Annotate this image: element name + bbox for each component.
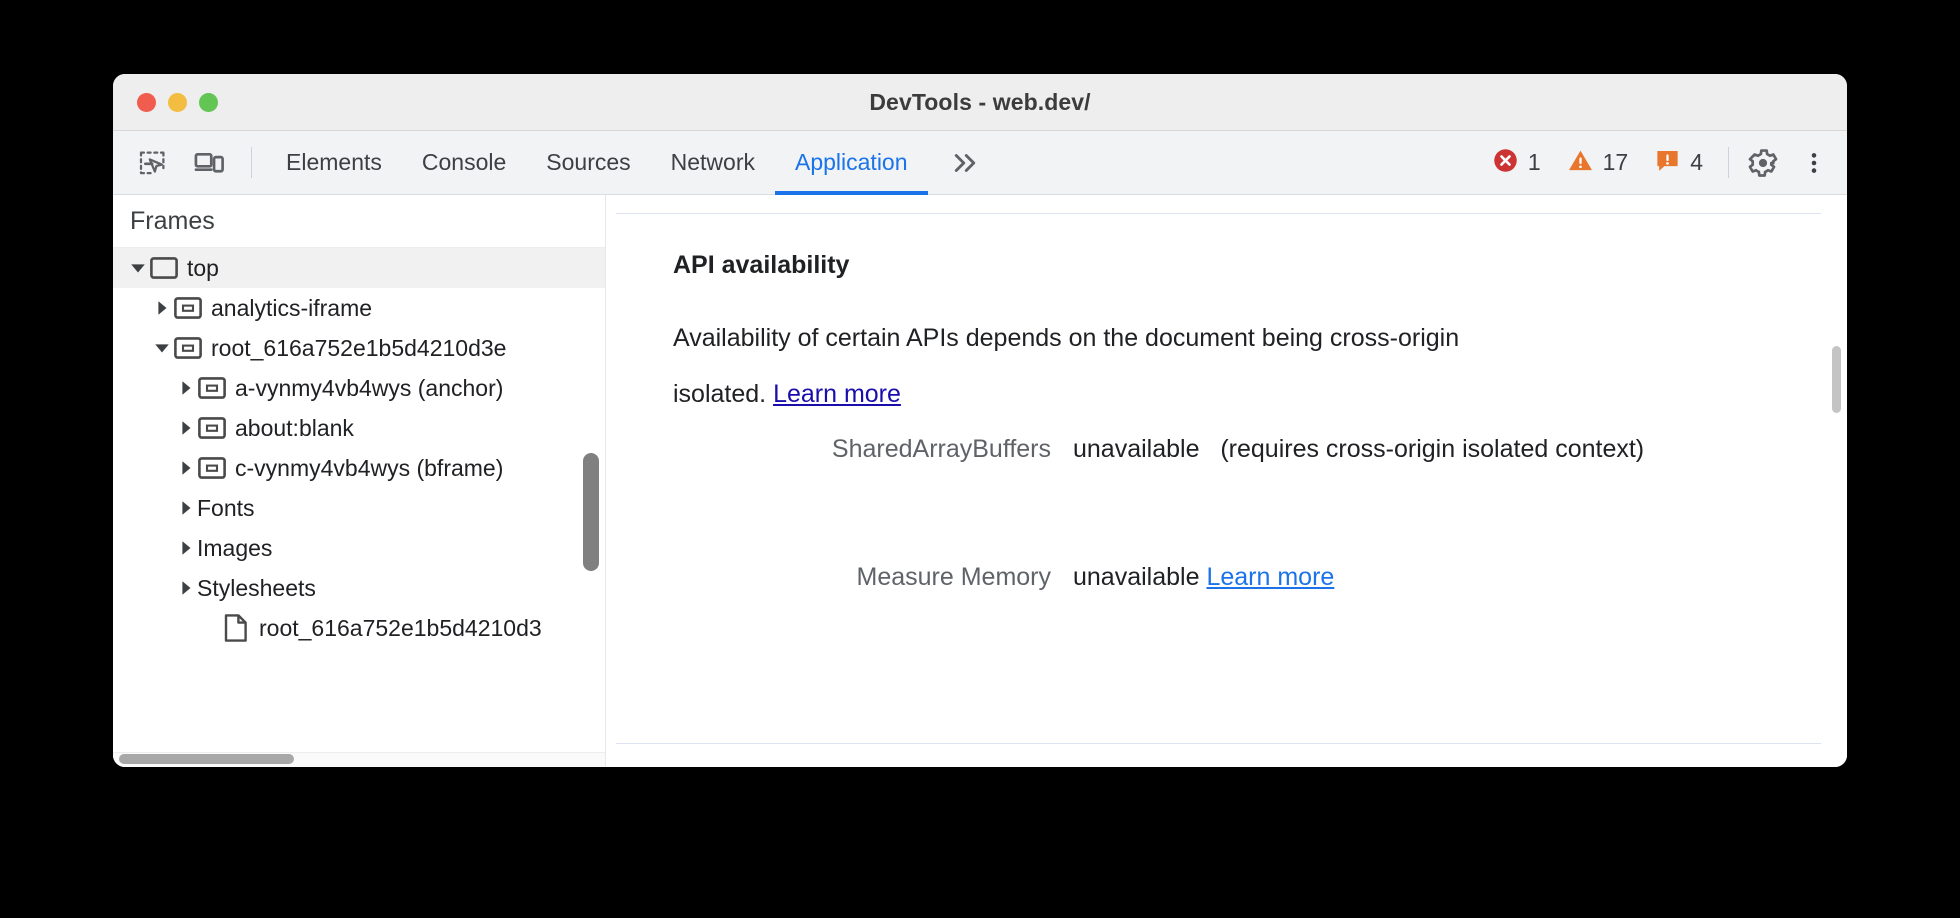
table-row: SharedArrayBuffers unavailable (requires…: [673, 421, 1807, 477]
tree-item-label: root_616a752e1b5d4210d3e: [211, 334, 507, 361]
frame-details-panel: API availability Availability of certain…: [606, 195, 1847, 767]
tree-item-c-bframe[interactable]: c-vynmy4vb4wys (bframe): [113, 448, 605, 488]
warning-count: 17: [1602, 149, 1629, 175]
shared-array-buffers-note: (requires cross-origin isolated context): [1220, 435, 1645, 463]
frames-sidebar: Frames top: [113, 195, 606, 767]
chevron-down-icon[interactable]: [151, 339, 173, 357]
chevron-right-icon[interactable]: [175, 579, 197, 597]
status-counters: 1 17: [1481, 131, 1722, 194]
tab-elements[interactable]: Elements: [286, 149, 382, 175]
sidebar-horizontal-scrollbar-thumb[interactable]: [119, 754, 294, 764]
learn-more-link[interactable]: Learn more: [773, 380, 901, 408]
tree-item-label: Fonts: [197, 494, 255, 521]
table-row: Measure Memory unavailable Learn more: [673, 549, 1807, 605]
tree-item-analytics-iframe[interactable]: analytics-iframe: [113, 288, 605, 328]
sidebar-vertical-scrollbar[interactable]: [583, 453, 599, 571]
chevron-right-icon[interactable]: [175, 379, 197, 397]
document-icon: [221, 614, 251, 642]
error-icon: [1492, 147, 1519, 179]
tab-application[interactable]: Application: [775, 131, 928, 195]
tree-item-label: c-vynmy4vb4wys (bframe): [235, 454, 504, 481]
gear-icon[interactable]: [1735, 131, 1791, 194]
chevron-down-icon[interactable]: [127, 259, 149, 277]
chevron-right-icon[interactable]: [175, 499, 197, 517]
description-text: Availability of certain APIs depends on …: [673, 324, 1460, 408]
window-titlebar: DevTools - web.dev/: [113, 74, 1847, 131]
devtools-body: Frames top: [113, 195, 1847, 767]
panel-tabs: Elements Console Sources Network Applica…: [266, 131, 928, 195]
toolbar-spacer: [1002, 131, 1481, 194]
traffic-lights: [137, 92, 218, 112]
tree-item-fonts[interactable]: Fonts: [113, 488, 605, 528]
toolbar-divider: [251, 147, 252, 178]
issue-count: 4: [1690, 149, 1703, 175]
tree-item-images[interactable]: Images: [113, 528, 605, 568]
iframe-icon: [197, 377, 227, 399]
api-availability-description: Availability of certain APIs depends on …: [673, 310, 1523, 422]
section-divider-bottom: [616, 743, 1821, 744]
warning-icon: [1567, 147, 1594, 179]
shared-array-buffers-label: SharedArrayBuffers: [831, 435, 1051, 463]
more-tabs-icon[interactable]: [928, 131, 1002, 194]
section-divider-top: [616, 213, 1821, 214]
chevron-right-icon[interactable]: [175, 539, 197, 557]
warning-counter[interactable]: 17: [1556, 147, 1640, 179]
issue-icon: [1654, 147, 1681, 179]
tree-item-a-anchor[interactable]: a-vynmy4vb4wys (anchor): [113, 368, 605, 408]
tree-item-stylesheets[interactable]: Stylesheets: [113, 568, 605, 608]
devtools-toolbar: Elements Console Sources Network Applica…: [113, 131, 1847, 195]
tree-item-top[interactable]: top: [113, 248, 605, 288]
device-toolbar-icon[interactable]: [181, 131, 237, 194]
chevron-right-icon[interactable]: [175, 459, 197, 477]
tab-network[interactable]: Network: [670, 149, 755, 175]
measure-memory-learn-more-link[interactable]: Learn more: [1206, 563, 1335, 591]
frames-tree: top analytics-iframe: [113, 248, 605, 648]
tab-console[interactable]: Console: [421, 149, 507, 175]
frame-icon: [149, 257, 179, 279]
tree-item-about-blank[interactable]: about:blank: [113, 408, 605, 448]
value-text: unavailable: [1073, 435, 1200, 463]
tree-item-label: about:blank: [235, 414, 354, 441]
close-window-button[interactable]: [137, 92, 156, 112]
maximize-window-button[interactable]: [199, 92, 218, 112]
iframe-icon: [173, 297, 203, 319]
more-options-icon[interactable]: [1791, 131, 1837, 194]
tree-item-label: analytics-iframe: [211, 294, 373, 321]
frames-header: Frames: [113, 195, 605, 248]
inspect-element-icon[interactable]: [125, 131, 181, 194]
measure-memory-label: Measure Memory: [856, 563, 1052, 591]
value-text: unavailable: [1073, 563, 1200, 591]
tree-item-label: Images: [197, 534, 273, 561]
main-vertical-scrollbar[interactable]: [1832, 346, 1841, 413]
tree-item-label: root_616a752e1b5d4210d3: [259, 614, 542, 641]
tree-item-stylesheet-file[interactable]: root_616a752e1b5d4210d3: [113, 608, 605, 648]
chevron-right-icon[interactable]: [175, 419, 197, 437]
window-title: DevTools - web.dev/: [869, 88, 1091, 115]
iframe-icon: [197, 457, 227, 479]
error-counter[interactable]: 1: [1481, 147, 1552, 179]
shared-array-buffers-value: unavailable (requires cross-origin isola…: [1073, 421, 1644, 477]
minimize-window-button[interactable]: [168, 92, 187, 112]
page-title: API availability: [673, 251, 850, 279]
measure-memory-value: unavailable Learn more: [1073, 549, 1334, 605]
tree-item-label: top: [187, 254, 219, 281]
toolbar-divider-right: [1728, 147, 1729, 178]
tree-item-label: a-vynmy4vb4wys (anchor): [235, 374, 504, 401]
devtools-window: DevTools - web.dev/ Elements Console: [113, 74, 1847, 767]
tree-item-root-frame[interactable]: root_616a752e1b5d4210d3e: [113, 328, 605, 368]
sidebar-horizontal-scrollbar-track[interactable]: [113, 752, 605, 767]
tree-item-label: Stylesheets: [197, 574, 316, 601]
chevron-right-icon[interactable]: [151, 299, 173, 317]
error-count: 1: [1527, 149, 1541, 175]
tab-sources[interactable]: Sources: [546, 149, 631, 175]
issue-counter[interactable]: 4: [1643, 147, 1714, 179]
iframe-icon: [173, 337, 203, 359]
iframe-icon: [197, 417, 227, 439]
